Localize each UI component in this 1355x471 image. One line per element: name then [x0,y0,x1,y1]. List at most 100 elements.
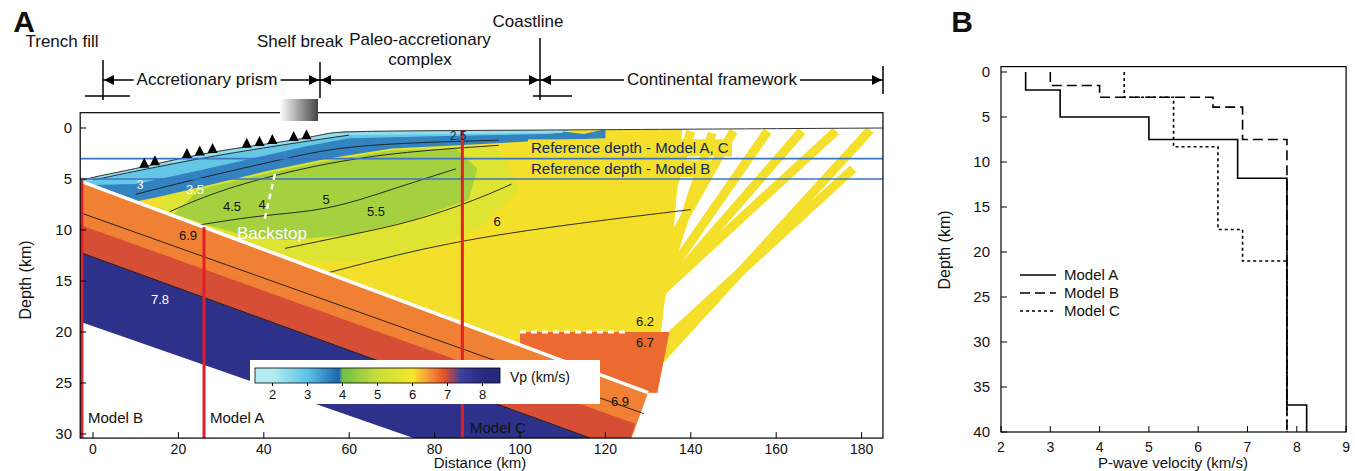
contour-value: 6.7 [636,336,654,351]
contour-value: 2.5 [450,130,467,144]
colorbar-title: Vp (km/s) [510,369,570,385]
tick-label: 6 [1194,439,1202,455]
tick-mark [377,383,378,386]
tick-label: 10 [973,153,990,170]
tick-mark [447,383,448,386]
model-label: Model C [470,419,526,436]
tick-label: 5 [982,108,990,125]
interface-dashed [520,331,628,334]
tick-mark [80,434,86,435]
tick-mark [80,383,86,384]
tick-label: 7 [1244,439,1252,455]
tick-mark [80,281,86,282]
colorbar-panel [250,360,600,404]
tick-label: 140 [679,441,702,457]
tick-mark [80,230,86,231]
tick-mark [1001,297,1007,298]
tick-label: 60 [341,441,357,457]
tick-label: 20 [973,243,990,260]
tick-mark [307,383,308,386]
tick-label: 3 [1046,439,1054,455]
reference-label: Reference depth - Model A, C [528,139,732,156]
contour-value: 5.5 [367,205,385,220]
arrow-head [541,75,551,85]
tick-mark [1001,72,1007,73]
tick-label: 160 [765,441,788,457]
model-location-line [203,227,206,438]
axis-title: Distance (km) [434,454,527,471]
annotation: Shelf break [257,32,343,52]
thrust-triangle [255,136,265,146]
thrust-triangle [195,146,205,156]
tick-mark [272,383,273,386]
colorbar-tick: 6 [409,388,416,403]
tick-mark [263,432,264,438]
contour-value: 6 [493,215,500,230]
legend-label: Model A [1064,266,1118,283]
colorbar-tick: 2 [269,388,276,403]
range-label: Paleo-accretionary complex [330,30,510,69]
thrust-triangle [289,131,299,141]
contour-value: 7.8 [151,293,169,308]
thrust-triangle [302,129,312,139]
tick-mark [412,383,413,386]
tick-label: 9 [1342,439,1350,455]
tick-mark [80,128,86,129]
marker-line [85,95,130,97]
tick-mark [1001,432,1007,433]
tick-label: 25 [973,288,990,305]
sediment-layer [80,130,571,185]
tick-mark [349,432,350,438]
reference-depth-line [80,178,883,180]
thrust-triangle [267,134,277,144]
tick-mark [434,432,435,438]
model-label: Model A [210,409,264,426]
colorbar-tick: 4 [339,388,346,403]
moho-line [80,252,627,438]
tick-label: 40 [973,423,990,440]
backstop-line [264,174,275,222]
tick-mark [1247,426,1248,432]
tick-mark [1001,342,1007,343]
range-label: Accretionary prism [134,70,281,90]
ray-coverage-streak [652,169,853,353]
tick-mark [776,432,777,438]
tick-label: 120 [594,441,617,457]
contour-value: 3 [137,179,144,193]
arrow-head [309,75,319,85]
contour-value: 6.9 [611,395,629,410]
thrust-triangle [208,143,218,153]
tick-label: 8 [1293,439,1301,455]
tick-mark [178,432,179,438]
tick-label: 40 [256,441,272,457]
cross-section [80,128,883,438]
thrust-triangle [182,148,192,158]
tick-mark [1099,426,1100,432]
reference-depth-line [80,158,883,160]
arrow-head [104,75,114,85]
upper-plate [80,129,870,396]
tick-label: 20 [171,441,187,457]
arrow-head [872,75,882,85]
tick-label: 5 [64,170,72,187]
contour-value: 4.5 [223,200,241,215]
tick-label: 0 [982,63,990,80]
legend-label: Model C [1064,302,1120,319]
colorbar [255,368,500,383]
seafloor-line [80,128,883,181]
tick-label: 0 [64,119,72,136]
colorbar-tick: 8 [479,388,486,403]
model-label: Model B [88,409,143,426]
tick-label: 5 [1145,439,1153,455]
sediment-layer [80,130,563,181]
tick-label: 180 [850,441,873,457]
axis-title: Depth (km) [17,240,35,319]
velocity-contour [80,213,644,414]
range-label: Continental framework [624,70,800,90]
thrust-triangle [139,158,149,168]
shelf-break-marker [280,99,318,121]
legend-line-sample [1020,310,1056,312]
model-location-line [80,181,83,438]
range-bar [882,66,884,94]
